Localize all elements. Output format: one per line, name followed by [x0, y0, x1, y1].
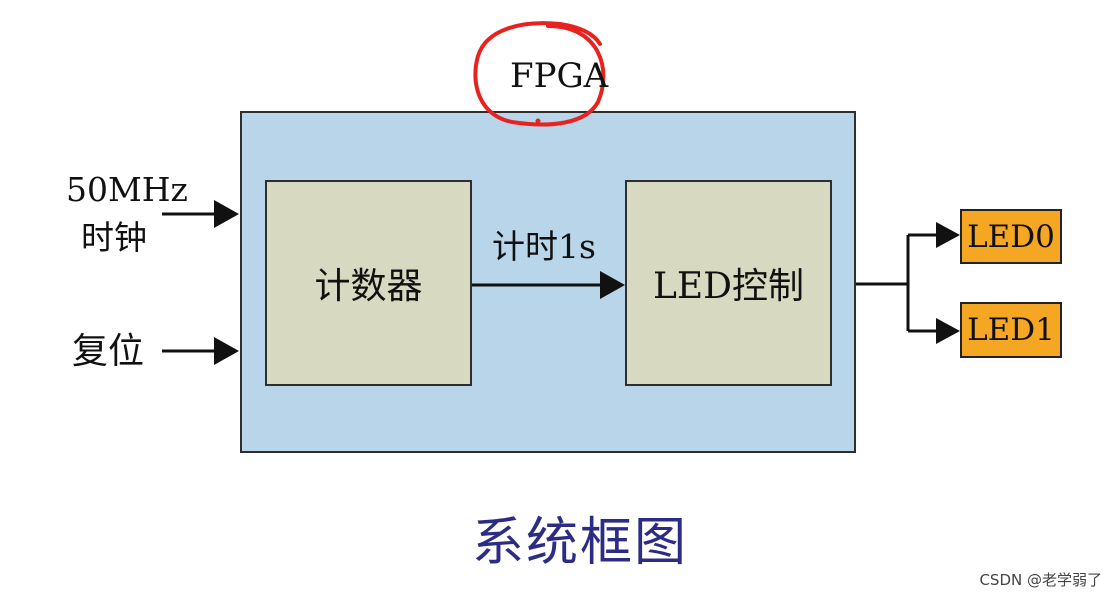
- clock-frequency-text: 50MHz: [66, 170, 188, 209]
- led-control-block: LED控制: [625, 180, 832, 386]
- counter-block: 计数器: [265, 180, 472, 386]
- diagram-caption: 系统框图: [472, 513, 689, 573]
- reset-input-label: 复位: [72, 331, 145, 372]
- reset-input-arrow: [162, 337, 239, 365]
- led-control-label: LED控制: [652, 266, 805, 307]
- watermark: CSDN @老学弱了: [979, 571, 1102, 589]
- fpga-label: FPGA: [510, 56, 609, 96]
- clock-text: 时钟: [81, 218, 147, 257]
- output-fork-arrows: [856, 222, 960, 344]
- led0-block: LED0: [960, 209, 1062, 264]
- counter-label: 计数器: [314, 266, 423, 307]
- timer-signal-label: 计时1s: [492, 227, 596, 266]
- timer-signal-arrow: [472, 271, 625, 299]
- led1-block: LED1: [960, 302, 1062, 358]
- highlight-circle: [473, 21, 606, 127]
- highlight-dot: [535, 118, 541, 124]
- clock-input-label: 50MHz 时钟: [66, 166, 188, 262]
- clock-input-arrow: [162, 200, 239, 228]
- led0-label: LED0: [967, 218, 1055, 255]
- led1-label: LED1: [967, 312, 1055, 348]
